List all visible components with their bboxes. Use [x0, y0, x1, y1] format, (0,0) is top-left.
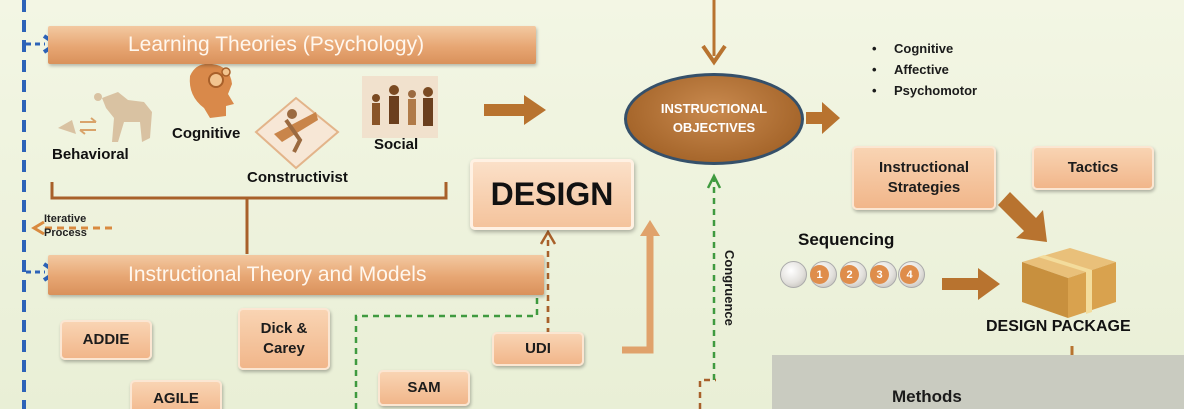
cognitive-head-icon [189, 63, 234, 118]
iterative-process-label: Iterative Process [44, 212, 87, 240]
sequence-ball-icon [780, 261, 807, 288]
udi-box: UDI [492, 332, 584, 366]
dick-carey-box: Dick & Carey [238, 308, 330, 370]
iterative-orange-head [31, 220, 45, 236]
methods-panel: Methods [772, 355, 1184, 409]
instructional-strategies-box: Instructional Strategies [852, 146, 996, 210]
constructivist-label: Constructivist [247, 169, 348, 186]
agile-box: AGILE [130, 380, 222, 409]
instructional-theory-label: Instructional Theory and Models [128, 263, 427, 286]
domain-item: Psychomotor [872, 80, 977, 101]
instructional-theory-banner: Instructional Theory and Models [48, 255, 544, 295]
congruence-label: Congruence [722, 250, 737, 326]
learning-theories-label: Learning Theories (Psychology) [128, 33, 425, 56]
sequencing-label: Sequencing [798, 230, 895, 249]
sam-box: SAM [378, 370, 470, 406]
design-package-label: DESIGN PACKAGE [986, 318, 1131, 335]
behavioral-label: Behavioral [52, 146, 129, 163]
iterative-line1: Iterative [44, 213, 87, 225]
social-label: Social [374, 136, 419, 153]
sequence-step-3: 3 [870, 265, 889, 284]
design-box: DESIGN [470, 159, 634, 230]
constructivist-diamond-icon [254, 96, 340, 170]
arrow-to-objectives [484, 95, 546, 125]
arrow-from-objectives [806, 102, 840, 134]
methods-label: Methods [892, 387, 962, 406]
social-people-icon [362, 76, 438, 138]
sequence-step-4: 4 [900, 265, 919, 284]
domain-item: Affective [872, 59, 977, 80]
domain-item: Cognitive [872, 38, 977, 59]
theory-bracket [50, 182, 448, 200]
objectives-line2: OBJECTIVES [672, 120, 756, 135]
sequence-step-2: 2 [840, 265, 859, 284]
sequencing-steps: 1 2 3 4 [780, 258, 925, 292]
arrow-into-objectives [701, 44, 727, 66]
objectives-line1: INSTRUCTIONAL [660, 101, 768, 117]
design-package-icon [1022, 248, 1116, 318]
congruence-line [354, 256, 539, 409]
objective-domains-list: Cognitive Affective Psychomotor [872, 38, 977, 101]
iterative-line2: Process [44, 227, 87, 239]
behavioral-dog-icon [58, 92, 152, 142]
tactics-box: Tactics [1032, 146, 1154, 190]
addie-box: ADDIE [60, 320, 152, 360]
cognitive-label: Cognitive [172, 125, 241, 142]
sequence-step-1: 1 [810, 265, 829, 284]
sequencing-package-arrow [942, 268, 1000, 300]
strategies-package-arrow [998, 192, 1047, 242]
udi-design-elbow [622, 232, 654, 354]
learning-theories-banner: Learning Theories (Psychology) [48, 26, 536, 64]
instructional-objectives-ellipse: INSTRUCTIONAL OBJECTIVES [624, 73, 804, 165]
